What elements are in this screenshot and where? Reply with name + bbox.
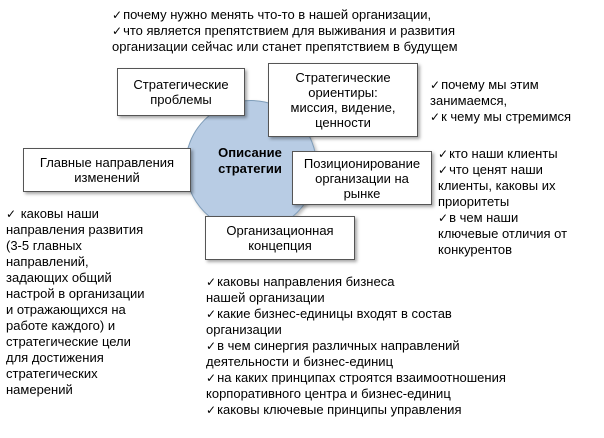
notes-left: ✓ каковы наши направления развития (3-5 … bbox=[6, 206, 186, 398]
list-item: ✓каковы ключевые принципы управления bbox=[206, 402, 462, 417]
market-positioning-box: Позиционирование организации на рынке bbox=[292, 151, 432, 205]
list-item: ✓почему нужно менять что-то в нашей орга… bbox=[112, 7, 432, 22]
notes-bottom: ✓каковы направления бизнеса нашей органи… bbox=[206, 274, 602, 418]
check-icon: ✓ bbox=[206, 403, 217, 417]
list-item: ✓каковы направления бизнеса нашей органи… bbox=[206, 274, 395, 305]
strategic-orientations-box: Стратегические ориентиры: миссия, видени… bbox=[268, 63, 418, 137]
check-icon: ✓ bbox=[112, 8, 123, 22]
check-icon: ✓ bbox=[438, 163, 449, 177]
list-item: ✓какие бизнес-единицы входят в состав ор… bbox=[206, 306, 452, 337]
check-icon: ✓ bbox=[430, 78, 441, 92]
organizational-concept-box: Организационная концепция bbox=[205, 216, 355, 260]
check-icon: ✓ bbox=[206, 371, 217, 385]
check-icon: ✓ bbox=[6, 207, 17, 221]
list-item: ✓ каковы наши направления развития (3-5 … bbox=[6, 206, 145, 397]
main-directions-box: Главные направления изменений bbox=[23, 148, 191, 192]
center-label: Описание стратегии bbox=[218, 145, 282, 176]
list-item: ✓что является препятствием для выживания… bbox=[112, 23, 458, 54]
check-icon: ✓ bbox=[206, 307, 217, 321]
list-item: ✓на каких принципах строятся взаимоотнош… bbox=[206, 370, 506, 401]
list-item: ✓в чем синергия различных направлений де… bbox=[206, 338, 460, 369]
list-item: ✓почему мы этим занимаемся, bbox=[430, 77, 539, 108]
check-icon: ✓ bbox=[206, 339, 217, 353]
list-item: ✓кто наши клиенты bbox=[438, 146, 558, 161]
check-icon: ✓ bbox=[112, 24, 123, 38]
check-icon: ✓ bbox=[438, 147, 449, 161]
strategic-problems-box: Стратегические проблемы bbox=[117, 68, 245, 116]
notes-top: ✓почему нужно менять что-то в нашей орга… bbox=[112, 7, 532, 55]
check-icon: ✓ bbox=[430, 110, 441, 124]
notes-right-top: ✓почему мы этим занимаемся, ✓к чему мы с… bbox=[430, 77, 602, 125]
check-icon: ✓ bbox=[206, 275, 217, 289]
list-item: ✓к чему мы стремимся bbox=[430, 109, 572, 124]
list-item: ✓в чем наши ключевые отличия от конкурен… bbox=[438, 210, 568, 257]
check-icon: ✓ bbox=[438, 211, 449, 225]
notes-right-mid: ✓кто наши клиенты ✓что ценят наши клиент… bbox=[438, 146, 602, 258]
list-item: ✓что ценят наши клиенты, каковы их приор… bbox=[438, 162, 556, 209]
